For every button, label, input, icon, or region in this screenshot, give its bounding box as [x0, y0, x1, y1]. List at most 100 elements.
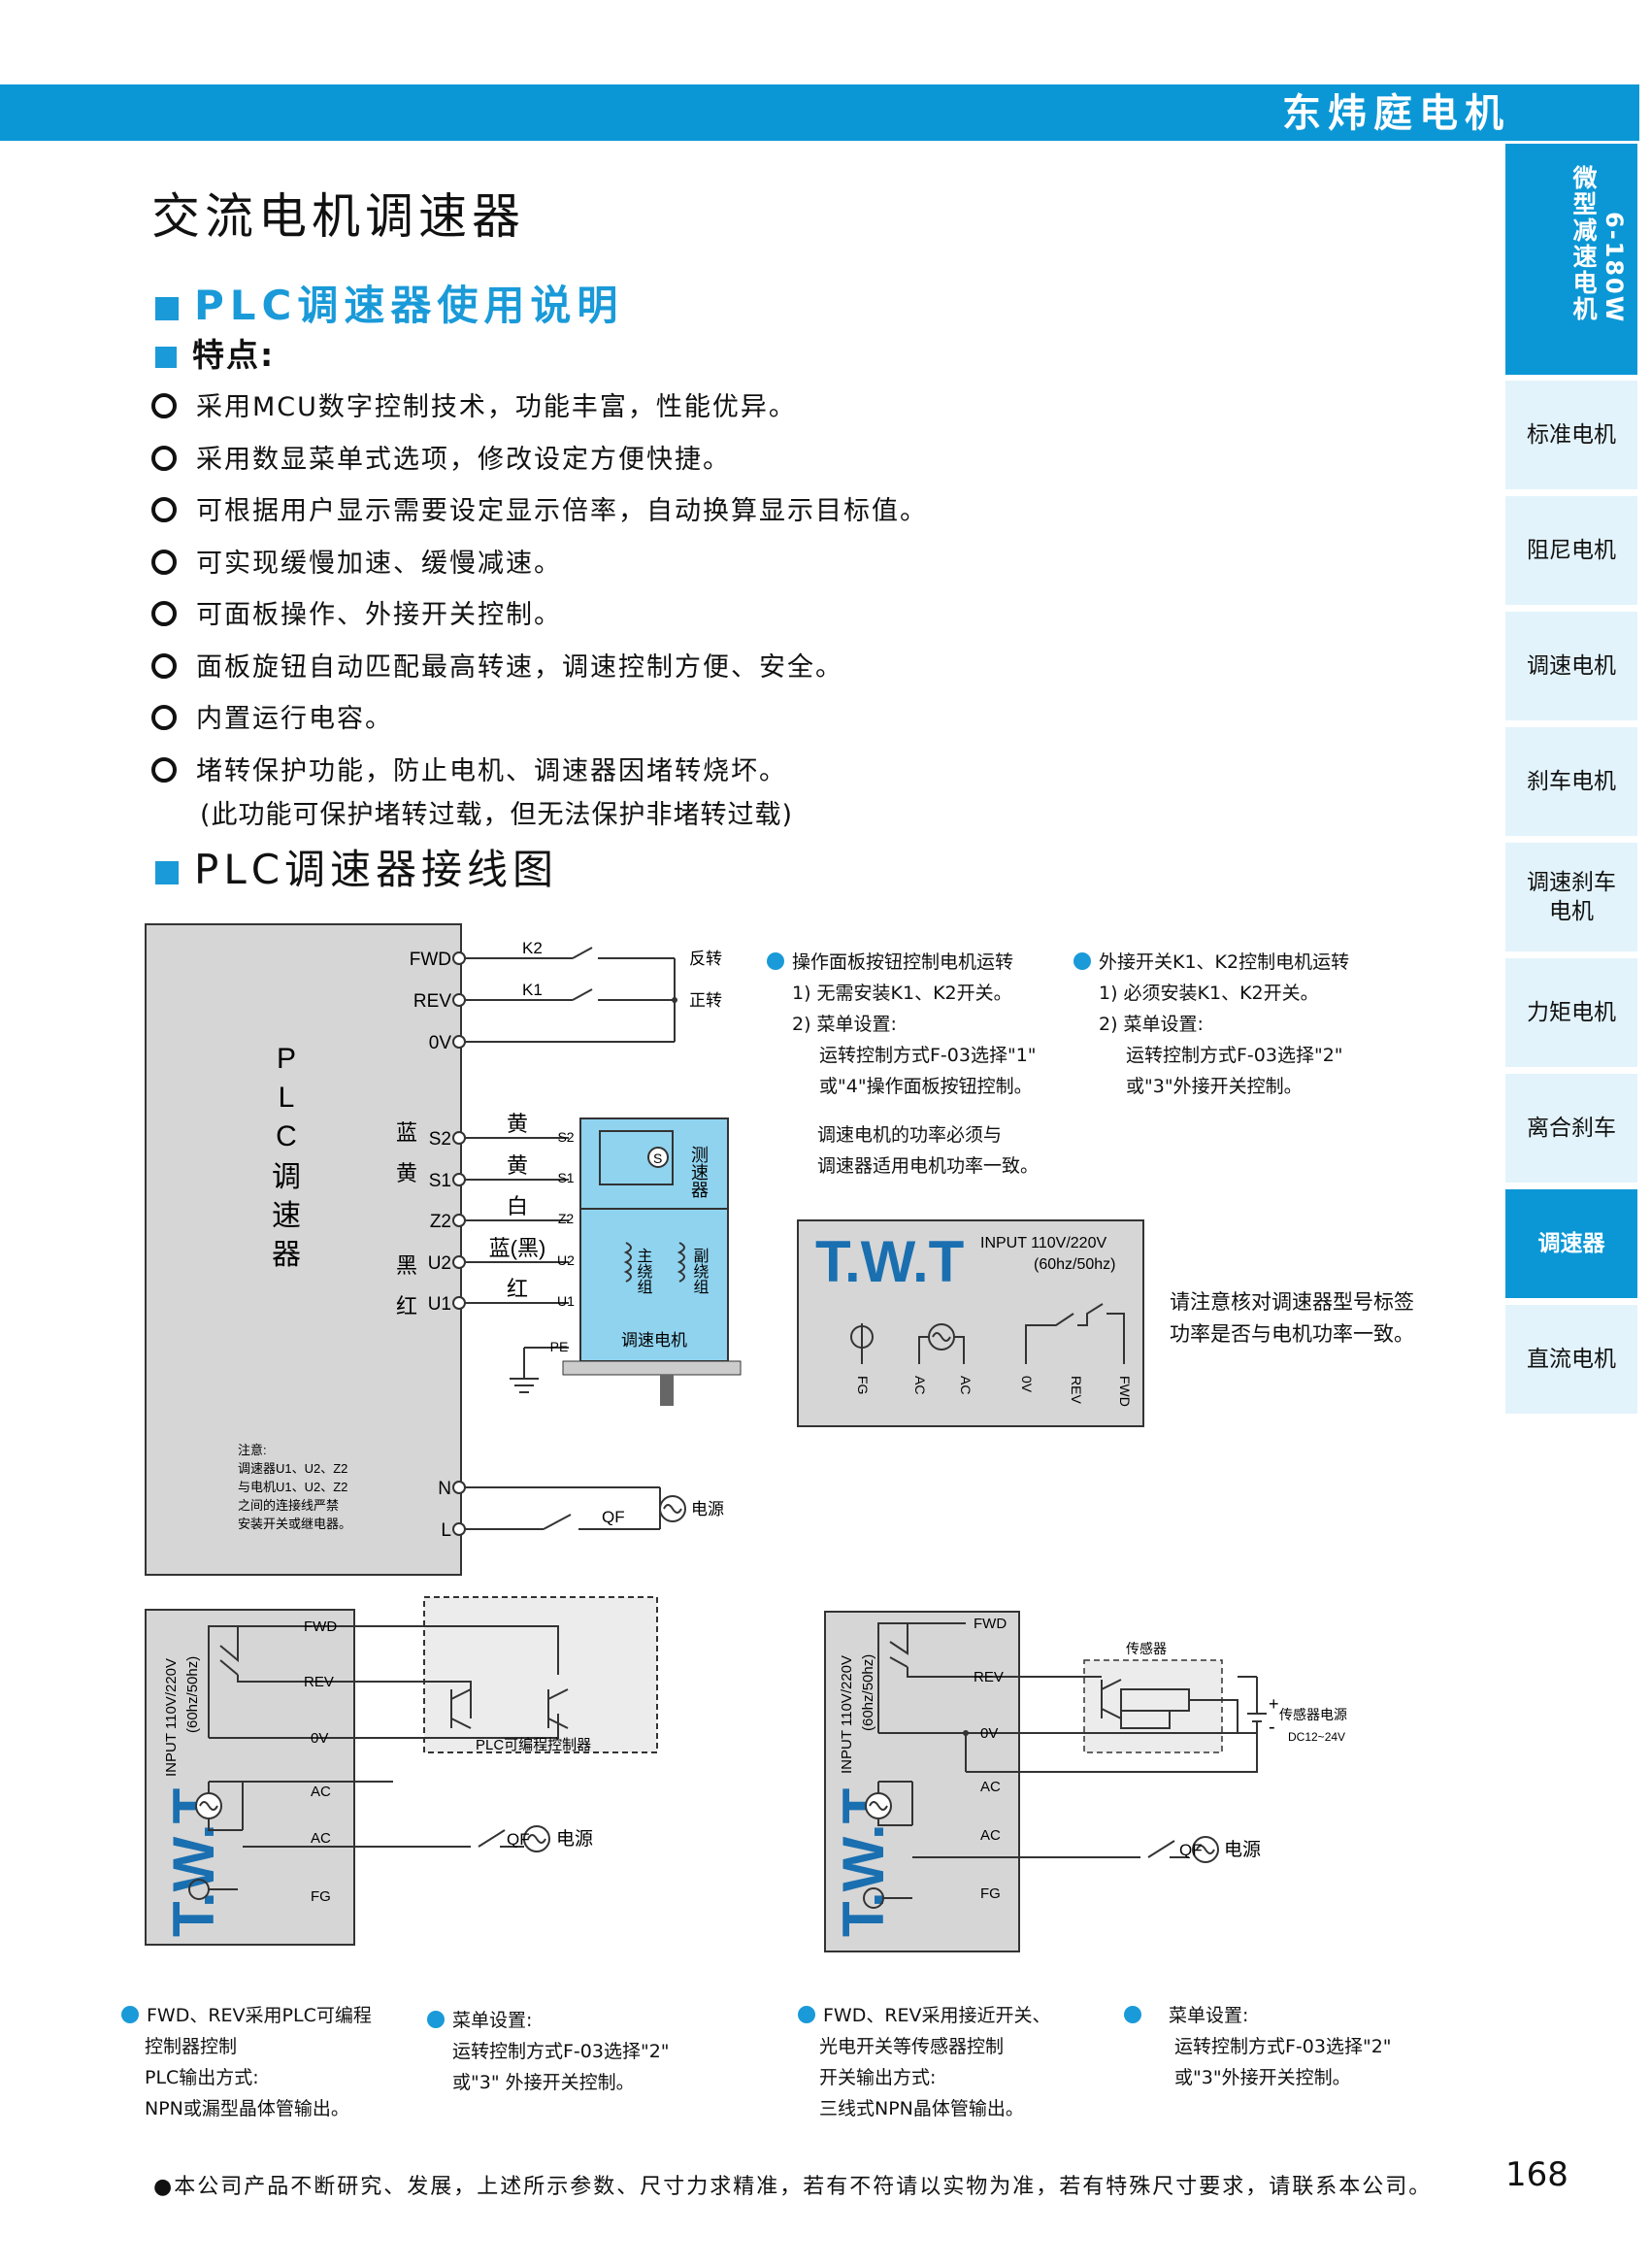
sidebar-item[interactable]: 力矩电机 — [1505, 958, 1637, 1067]
warning-text: 注意: 调速器U1、U2、Z2 与电机U1、U2、Z2 之间的连接线严禁 安装开… — [238, 1443, 351, 1531]
svg-text:PE: PE — [550, 1339, 569, 1354]
sensor-box — [1083, 1659, 1223, 1753]
svg-text:调速器U1、U2、Z2: 调速器U1、U2、Z2 — [238, 1461, 347, 1476]
terminal-circle — [452, 993, 466, 1007]
aux-winding-label: 副绕组 — [691, 1248, 710, 1294]
features-heading: 特点: — [155, 334, 275, 377]
svg-text:与电机U1、U2、Z2: 与电机U1、U2、Z2 — [238, 1480, 347, 1494]
terminal-label: FWD — [410, 950, 451, 970]
feature-item: 采用MCU数字控制技术，功能丰富，性能优异。 — [151, 388, 797, 427]
bullet-dot-icon — [1073, 952, 1091, 970]
svg-text:白: 白 — [507, 1194, 528, 1218]
sidebar-item[interactable]: 调速电机 — [1505, 612, 1637, 720]
svg-text:AC: AC — [912, 1376, 928, 1394]
svg-text:黄: 黄 — [507, 1153, 528, 1178]
power-label: 电源 — [1224, 1839, 1261, 1860]
sidebar-item[interactable]: 直流电机 — [1505, 1305, 1637, 1414]
section-heading-wiring: PLC调速器接线图 — [155, 843, 558, 897]
qf-label: QF — [1179, 1841, 1203, 1859]
feature-item: 采用数显菜单式选项，修改设定方便快捷。 — [151, 441, 731, 480]
sidebar-item[interactable]: 离合刹车 — [1505, 1074, 1637, 1183]
switch-k1-label: K1 — [522, 981, 543, 999]
terminal-label: S2 — [429, 1129, 451, 1150]
terminal-label: REV — [413, 991, 451, 1012]
note-panel-control: 操作面板按钮控制电机运转 1) 无需安装K1、K2开关。 2) 菜单设置: 运转… — [767, 947, 1068, 1182]
header-bar — [0, 84, 1639, 141]
svg-text:L: L — [279, 1082, 295, 1114]
svg-text:蓝(黑): 蓝(黑) — [489, 1236, 546, 1260]
terminal-circle — [452, 951, 466, 965]
terminal-circle — [452, 1522, 466, 1536]
aux-winding-icon — [677, 1242, 685, 1283]
svg-text:REV: REV — [974, 1669, 1004, 1685]
footer-disclaimer: ●本公司产品不断研究、发展，上述所示参数、尺寸力求精准，若有不符请以实物为准，若… — [153, 2175, 1433, 2199]
svg-text:P: P — [277, 1043, 296, 1075]
sidebar-item[interactable]: 阻尼电机 — [1505, 496, 1637, 605]
note-plc-menu: 菜单设置: 运转控制方式F-03选择"2" 或"3" 外接开关控制。 — [427, 2005, 670, 2098]
sidebar-item[interactable]: 调速器 — [1505, 1189, 1637, 1298]
page-title: 交流电机调速器 — [151, 188, 525, 245]
feature-text: 堵转保护功能，防止电机、调速器因堵转烧坏。 — [196, 755, 787, 786]
sidebar-item[interactable]: 标准电机 — [1505, 381, 1637, 489]
power-label: 电源 — [691, 1500, 724, 1518]
terminal-circle — [452, 1214, 466, 1227]
circle-bullet-icon — [151, 705, 177, 730]
plc-box-label: PLC可编程控制器 — [476, 1737, 591, 1753]
terminal-circle — [452, 1035, 466, 1049]
left-color-labels: 蓝 黄 黑 红 — [396, 1120, 417, 1318]
bullet-dot-icon — [798, 2006, 815, 2023]
svg-text:AC: AC — [980, 1827, 1001, 1844]
brand-name: 东炜庭电机 — [1282, 91, 1510, 136]
color-label-u2: 黑 — [396, 1253, 417, 1278]
svg-text:FWD: FWD — [974, 1616, 1007, 1632]
svg-text:FWD: FWD — [1117, 1376, 1133, 1407]
sidebar-item[interactable]: 刹车电机 — [1505, 727, 1637, 836]
svg-text:INPUT 110V/220V: INPUT 110V/220V — [163, 1658, 180, 1777]
terminal-circle — [452, 1481, 466, 1494]
svg-text:FG: FG — [311, 1888, 331, 1905]
square-bullet-icon — [155, 346, 177, 368]
color-label-s1: 黄 — [396, 1161, 417, 1185]
feature-item: 堵转保护功能，防止电机、调速器因堵转烧坏。 — [151, 752, 787, 791]
terminal-label: Z2 — [430, 1212, 451, 1232]
svg-text:速: 速 — [272, 1200, 301, 1232]
terminal-label: N — [438, 1479, 451, 1499]
feature-text: 面板旋钮自动匹配最高转速，调速控制方便、安全。 — [196, 651, 843, 683]
motor-term-labels: S2 S1 Z2 U2 U1 PE — [550, 1129, 576, 1354]
wire-color-labels: 黄 黄 白 蓝(黑) 红 — [489, 1112, 546, 1301]
circle-bullet-icon — [151, 393, 177, 418]
terminal-label: U2 — [428, 1253, 451, 1274]
feature-text: 内置运行电容。 — [196, 704, 393, 734]
terminal-label: S1 — [429, 1171, 451, 1191]
svg-text:器: 器 — [272, 1239, 301, 1271]
svg-text:REV: REV — [1069, 1376, 1084, 1404]
sidebar-item-micro-gear-motor[interactable]: 微型减速电机 6-180W — [1505, 144, 1637, 375]
svg-text:调: 调 — [272, 1161, 301, 1193]
bullet-dot-icon — [1124, 2006, 1141, 2023]
svg-text:FWD: FWD — [304, 1618, 337, 1635]
section-heading-text: PLC调速器接线图 — [194, 846, 559, 893]
sidebar-top-power: 6-180W — [1601, 212, 1628, 324]
bullet-dot-icon — [767, 952, 784, 970]
feature-item: 内置运行电容。 — [151, 700, 393, 739]
note-sensor: FWD、REV采用接近开关、 光电开关等传感器控制 开关输出方式: 三线式NPN… — [798, 2000, 1051, 2124]
sidebar-item[interactable]: 调速刹车 电机 — [1505, 843, 1637, 951]
circle-bullet-icon — [151, 549, 177, 575]
svg-text:AC: AC — [311, 1784, 331, 1800]
svg-text:Z2: Z2 — [558, 1211, 575, 1226]
square-bullet-icon — [155, 860, 179, 884]
svg-text:0V: 0V — [1019, 1376, 1035, 1393]
feature-text: 可根据用户显示需要设定显示倍率，自动换算显示目标值。 — [196, 496, 928, 526]
qf-label: QF — [507, 1830, 530, 1849]
feature-text: 可实现缓慢加速、缓慢减速。 — [196, 548, 562, 579]
page-number: 168 — [1505, 2155, 1568, 2194]
svg-text:注意:: 注意: — [238, 1443, 267, 1457]
color-label-s2: 蓝 — [396, 1120, 417, 1145]
svg-text:C: C — [276, 1120, 297, 1152]
feature-text: 采用MCU数字控制技术，功能丰富，性能优异。 — [196, 392, 797, 422]
svg-text:(60hz/50hz): (60hz/50hz) — [860, 1654, 876, 1731]
svg-text:AC: AC — [311, 1830, 331, 1847]
tacho-label: 测速器 — [689, 1146, 709, 1198]
